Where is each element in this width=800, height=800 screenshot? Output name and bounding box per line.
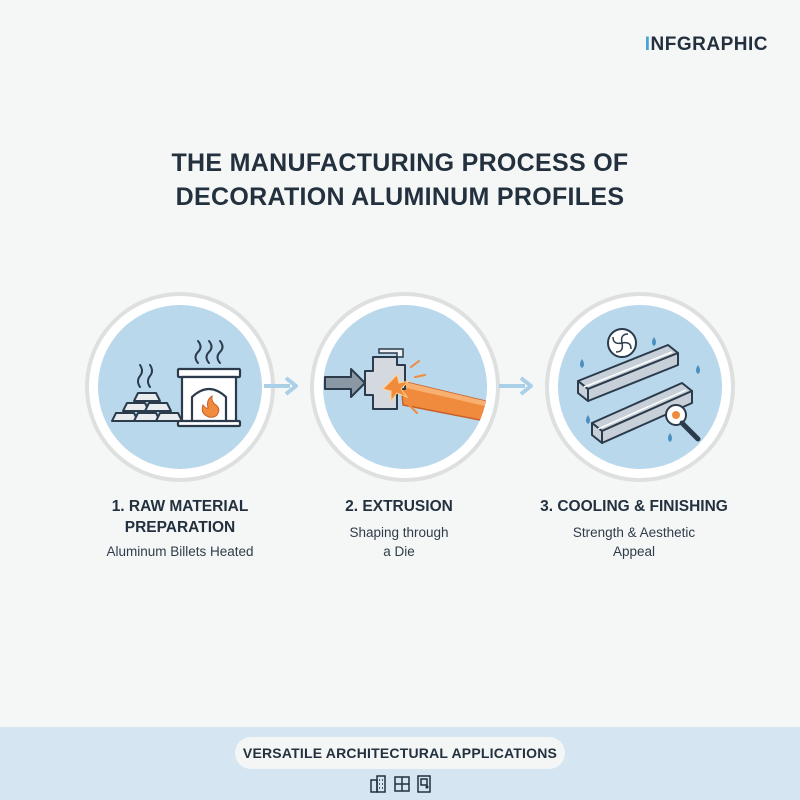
step-2-circle	[310, 292, 500, 482]
brand-logo: INFGRAPHIC	[645, 34, 768, 56]
title-line-1: THE MANUFACTURING PROCESS OF	[171, 149, 629, 177]
step-2-label: 2. EXTRUSION Shaping through a Die	[279, 496, 519, 561]
step-2-disc	[323, 305, 487, 469]
step-1-caption: Aluminum Billets Heated	[106, 544, 254, 559]
step-2-heading: 2. EXTRUSION	[345, 498, 453, 515]
step-3-caption-line-1: Strength & Aesthetic	[572, 525, 696, 540]
footer-banner: VERSATILE ARCHITECTURAL APPLICATIONS	[235, 737, 565, 769]
step-1-heading-line-2: PREPARATION	[124, 519, 236, 536]
step-1-circle	[85, 292, 275, 482]
step-2-caption-line-1: Shaping through	[349, 525, 449, 540]
brand-name: NFGRAPHIC	[650, 34, 768, 55]
application-icons	[370, 775, 431, 793]
step-3-label: 3. COOLING & FINISHING Strength & Aesthe…	[514, 496, 754, 561]
arrow-right-icon	[499, 376, 533, 396]
arrow-right-icon	[264, 376, 298, 396]
window-icon	[394, 776, 410, 792]
page-title: THE MANUFACTURING PROCESS OF DECORATION …	[0, 146, 800, 214]
step-3-disc	[558, 305, 722, 469]
brand-initial: I	[644, 34, 651, 55]
step-1-label: 1. RAW MATERIAL PREPARATION Aluminum Bil…	[60, 496, 300, 561]
step-1-disc	[98, 305, 262, 469]
building-icon	[370, 775, 386, 793]
door-icon	[417, 775, 431, 793]
cooling-profiles-icon	[577, 328, 701, 444]
title-line-2: DECORATION ALUMINUM PROFILES	[175, 183, 625, 211]
step-3-heading: 3. COOLING & FINISHING	[540, 498, 728, 515]
step-2-caption-line-2: a Die	[383, 544, 415, 559]
step-3-caption-line-2: Appeal	[612, 544, 656, 559]
step-1-heading-line-1: 1. RAW MATERIAL	[111, 498, 249, 515]
gold-billets-furnace-icon	[111, 340, 242, 428]
extrusion-die-icon	[324, 348, 486, 422]
step-3-circle	[545, 292, 735, 482]
